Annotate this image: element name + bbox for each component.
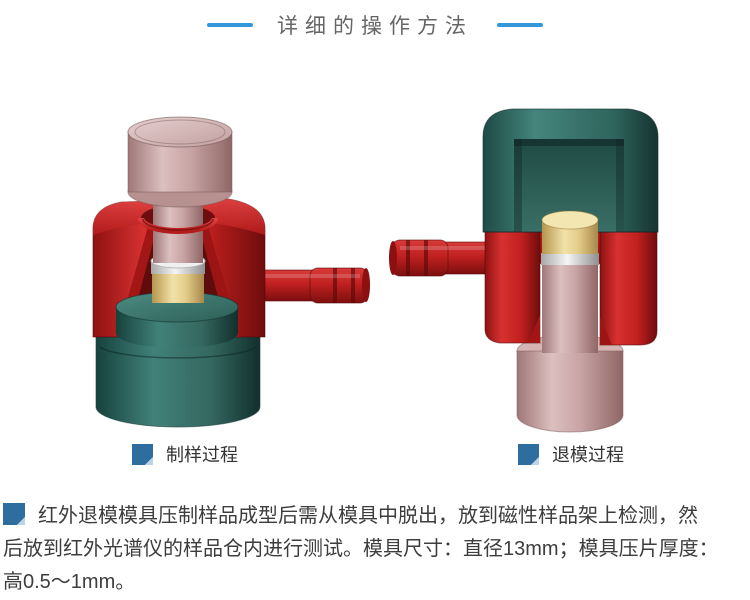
title-dash-right — [497, 23, 543, 27]
description-line: 高0.5～1mm。 — [3, 566, 748, 599]
description-text: 后放到红外光谱仪的样品仓内进行测试。模具尺寸：直径13mm；模具压片厚度： — [3, 538, 719, 560]
molding-illustration — [92, 116, 370, 428]
die-base — [95, 336, 261, 428]
folded-square-bullet-icon — [3, 503, 25, 525]
title-dash-left — [207, 23, 253, 27]
description-line: 后放到红外光谱仪的样品仓内进行测试。模具尺寸：直径13mm；模具压片厚度： — [3, 533, 748, 566]
demolding-illustration — [389, 108, 659, 433]
sample-pellet — [541, 210, 599, 254]
page-header: 详细的操作方法 — [0, 10, 750, 40]
opening-rim-line — [142, 218, 214, 231]
press-plunger-cap — [127, 116, 233, 208]
caption-label: 制样过程 — [166, 445, 238, 465]
description-text: 高0.5～1mm。 — [3, 571, 136, 593]
vacuum-nozzle — [257, 267, 370, 304]
vacuum-nozzle — [389, 239, 495, 277]
caption-label: 退模过程 — [552, 445, 624, 465]
mold-sleeve — [484, 226, 658, 346]
folded-square-icon — [132, 443, 153, 465]
folded-square-icon — [518, 443, 539, 465]
figure-demolding-process — [380, 85, 700, 435]
sample-pellet — [152, 273, 204, 303]
caption-molding: 制样过程 — [132, 441, 238, 467]
page-title: 详细的操作方法 — [277, 15, 473, 38]
figure-molding-process — [60, 85, 380, 435]
spacer-ring — [541, 253, 599, 265]
caption-demolding: 退模过程 — [518, 441, 624, 467]
description-text: 红外退模模具压制样品成型后需从模具中脱出，放到磁性样品架上检测，然 — [38, 505, 698, 527]
description-line: 红外退模模具压制样品成型后需从模具中脱出，放到磁性样品架上检测，然 — [3, 500, 748, 533]
plunger-column — [542, 261, 598, 353]
opening-front-rim — [138, 217, 218, 234]
description-paragraph: 红外退模模具压制样品成型后需从模具中脱出，放到磁性样品架上检测，然 后放到红外光… — [3, 500, 748, 599]
